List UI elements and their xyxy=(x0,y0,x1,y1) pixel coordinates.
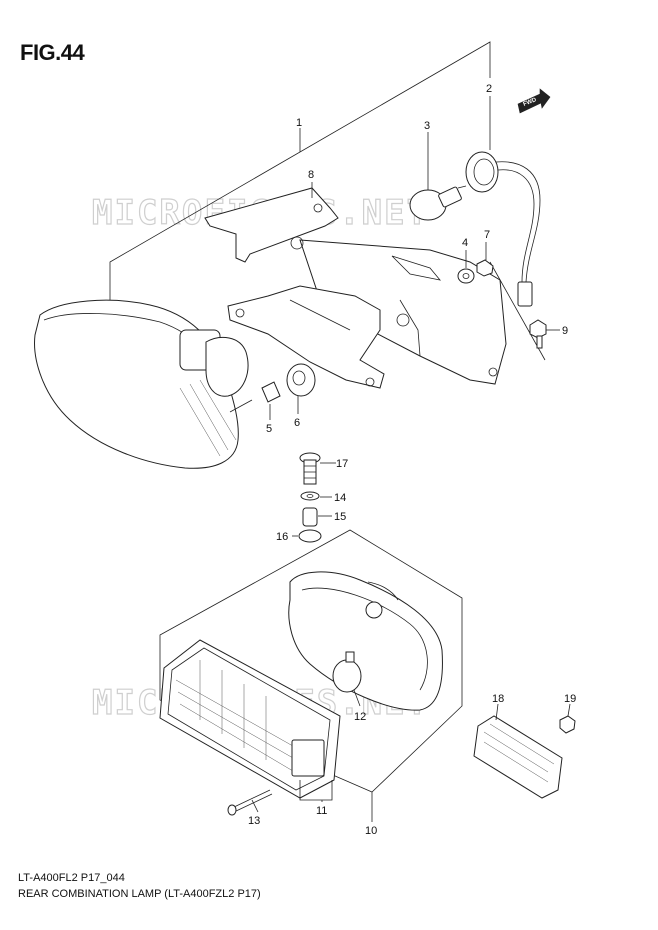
callout-6: 6 xyxy=(294,417,300,429)
leader-lines xyxy=(251,96,571,822)
cushion-part xyxy=(298,529,322,543)
callout-18: 18 xyxy=(492,693,504,705)
socket-wire-part xyxy=(465,151,541,307)
callout-13: 13 xyxy=(248,815,260,827)
callout-14: 14 xyxy=(334,492,346,504)
bulb-part xyxy=(409,185,467,221)
lower-assembly-outline xyxy=(159,529,463,793)
lens-screw-part xyxy=(227,789,273,816)
callout-1: 1 xyxy=(296,117,302,129)
bolt-part xyxy=(529,319,547,349)
figure-title: FIG.44 xyxy=(20,40,85,65)
callout-17: 17 xyxy=(336,458,348,470)
reflector-part xyxy=(473,715,563,799)
bracket-part xyxy=(204,187,507,389)
rear-lamp-housing xyxy=(288,571,443,711)
callout-7: 7 xyxy=(484,229,490,241)
fwd-arrow-icon: FWD xyxy=(517,88,551,114)
grommet-part xyxy=(286,363,316,397)
lamp-lens xyxy=(159,639,341,799)
collar-part xyxy=(261,381,281,403)
callout-19: 19 xyxy=(564,693,576,705)
fwd-label: FWD xyxy=(523,97,539,108)
washer-small-part xyxy=(300,491,320,501)
tail-lamp-housing xyxy=(34,299,253,469)
reflector-nut-part xyxy=(559,715,576,734)
callout-10: 10 xyxy=(365,825,377,837)
nut-part xyxy=(476,259,494,277)
callout-11: 11 xyxy=(316,805,327,817)
callout-4: 4 xyxy=(462,237,468,249)
callout-3: 3 xyxy=(424,120,430,132)
footer-figure-code: LT-A400FL2 P17_044 xyxy=(18,872,125,884)
callout-2: 2 xyxy=(486,83,492,95)
washer-part xyxy=(457,268,475,284)
callout-16: 16 xyxy=(276,531,288,543)
footer-description: REAR COMBINATION LAMP (LT-A400FZL2 P17) xyxy=(18,888,261,900)
callout-8: 8 xyxy=(308,169,314,181)
callout-15: 15 xyxy=(334,511,346,523)
spacer-part xyxy=(302,507,318,527)
callout-12: 12 xyxy=(354,711,366,723)
callout-9: 9 xyxy=(562,325,568,337)
screw-part xyxy=(299,452,321,485)
callout-5: 5 xyxy=(266,423,272,435)
